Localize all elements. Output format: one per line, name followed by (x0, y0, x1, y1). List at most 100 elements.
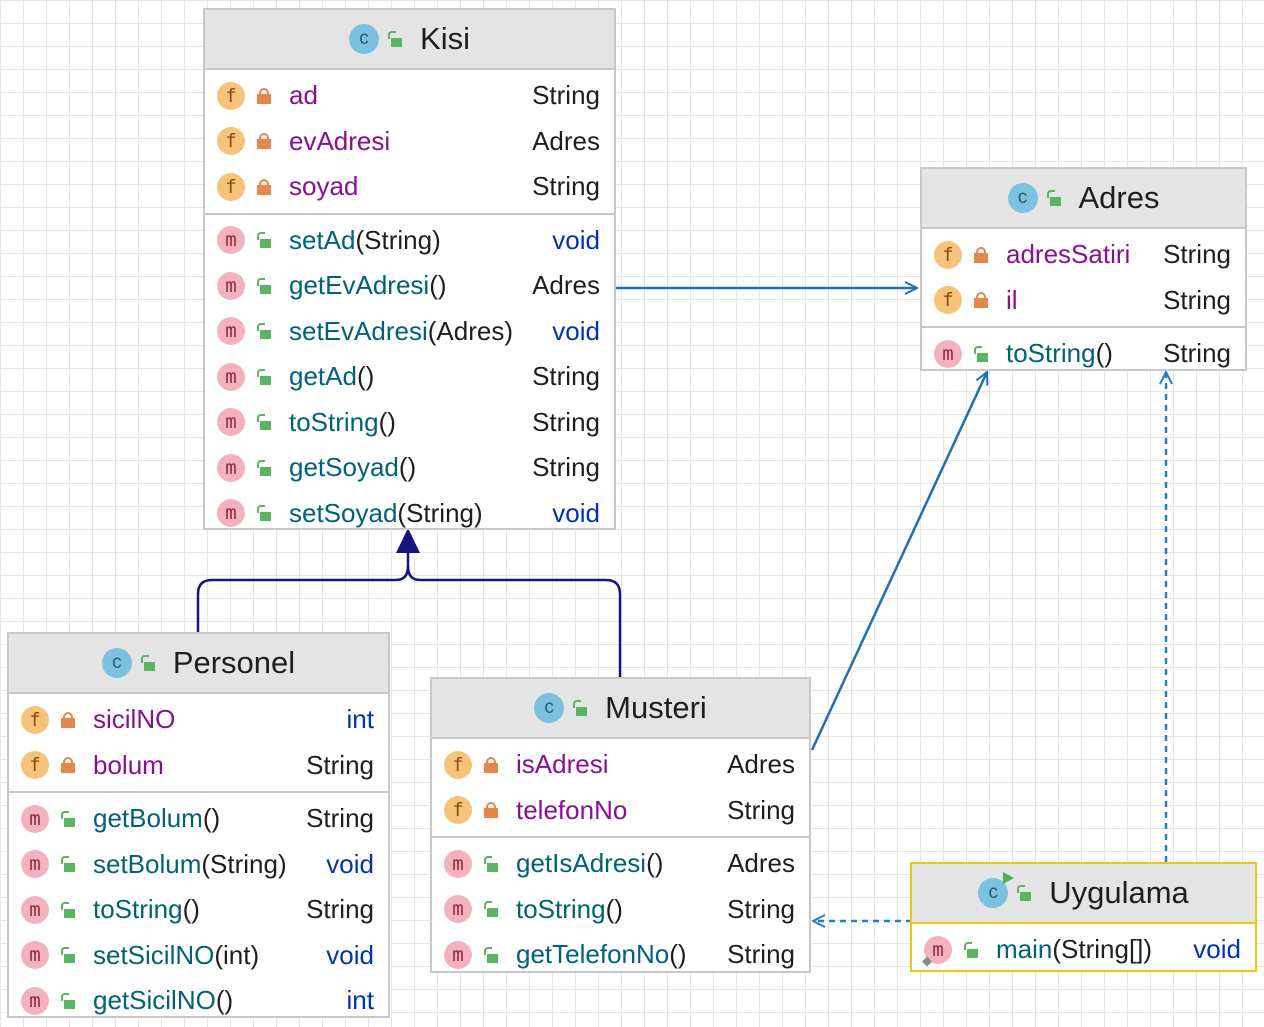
public-visibility-icon (61, 810, 75, 827)
method-row[interactable]: m◆main(String[])void (912, 927, 1255, 973)
public-visibility-icon (257, 414, 271, 431)
method-icon: m (21, 804, 49, 833)
method-params: () (429, 270, 447, 301)
unlock-shape (257, 277, 271, 294)
public-visibility-icon (388, 31, 403, 47)
method-name: getBolum (93, 803, 203, 834)
method-name: getAd (289, 361, 357, 392)
method-icon: m (217, 271, 245, 300)
public-visibility-icon (484, 946, 498, 963)
field-type: String (532, 80, 600, 111)
class-icon: c (349, 24, 380, 54)
method-badge: m (21, 850, 49, 879)
runnable-class-icon: c (978, 872, 1015, 908)
public-visibility-icon (61, 992, 75, 1009)
method-icon: m (217, 499, 245, 528)
unlock-shape (974, 345, 988, 362)
public-visibility-icon (257, 505, 271, 522)
public-visibility-icon (61, 901, 75, 918)
field-icon: f (21, 751, 49, 780)
method-name: setBolum (93, 848, 202, 879)
private-lock-icon (257, 87, 271, 104)
private-lock-icon (257, 133, 271, 150)
method-params: () (1095, 338, 1113, 369)
field-type: int (346, 704, 374, 735)
unlock-shape (61, 856, 75, 873)
field-type: String (532, 171, 600, 202)
class-name: Adres (1078, 180, 1160, 215)
method-badge: m (217, 408, 245, 437)
method-icon: m (444, 849, 472, 878)
unlock-shape (61, 810, 75, 827)
public-visibility-icon (484, 901, 498, 918)
public-visibility-icon (484, 855, 498, 872)
method-badge: m◆ (922, 935, 952, 968)
inheritance-musteri-kisi (406, 565, 622, 677)
run-marker-icon (1003, 872, 1015, 884)
method-badge: m (21, 804, 49, 833)
class-icon: c (101, 648, 132, 678)
field-type: String (1163, 284, 1231, 315)
unlock-shape (257, 232, 271, 249)
private-lock-icon (484, 802, 498, 819)
method-return-type: Adres (727, 848, 795, 879)
lock-shape (974, 246, 988, 263)
method-badge: m (217, 499, 245, 528)
method-badge: m (217, 271, 245, 300)
lock-shape (61, 757, 75, 774)
method-badge: m (444, 940, 472, 969)
method-name: getSicilNO (93, 985, 216, 1016)
unlock-shape (257, 323, 271, 340)
method-params: () (398, 452, 417, 483)
method-badge: m (217, 362, 245, 391)
unlock-shape (964, 941, 978, 958)
private-lock-icon (61, 711, 75, 728)
method-return-type: void (552, 315, 600, 346)
inheritance-arrowhead (396, 528, 420, 553)
unlock-shape (484, 946, 498, 963)
field-icon: f (934, 286, 962, 315)
method-return-type: void (326, 939, 374, 970)
static-marker-icon: ◆ (922, 952, 932, 968)
public-visibility-icon (257, 368, 271, 385)
field-type: Adres (727, 749, 795, 780)
